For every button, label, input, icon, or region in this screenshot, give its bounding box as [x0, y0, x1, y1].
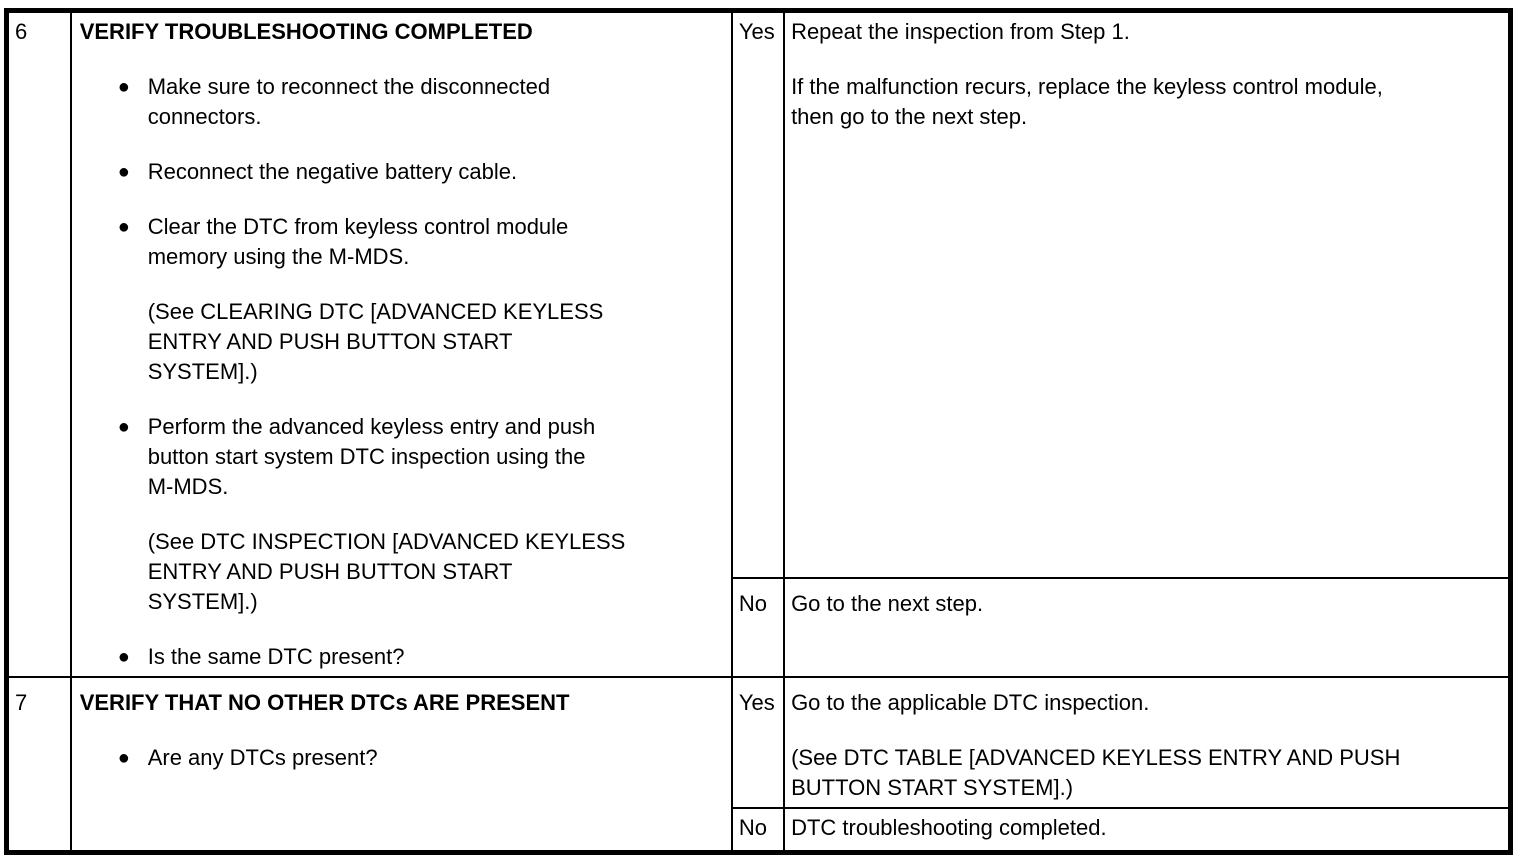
bullet-icon	[118, 72, 148, 132]
text-line: connectors.	[147, 104, 262, 129]
step-6-yes-result-cell: Repeat the inspection from Step 1. If th…	[783, 9, 1512, 579]
result-paragraph: If the malfunction recurs, replace the k…	[791, 72, 1502, 132]
step-6-no-result-cell: Go to the next step.	[783, 576, 1512, 679]
text-line: SYSTEM].)	[147, 359, 258, 384]
step-number: 6	[15, 19, 28, 44]
text-line: DTC troubleshooting completed.	[791, 815, 1107, 840]
text-line: Perform the advanced keyless entry and p…	[147, 414, 596, 439]
action-list-item: Is the same DTC present?	[78, 642, 725, 672]
text-line: BUTTON START SYSTEM].)	[791, 775, 1074, 800]
action-list-item: Clear the DTC from keyless control modul…	[78, 212, 725, 272]
step-7-number-cell: 7	[5, 676, 72, 853]
text-line: Go to the next step.	[791, 590, 984, 616]
result-paragraph: (See DTC TABLE [ADVANCED KEYLESS ENTRY A…	[791, 743, 1502, 803]
bullet-icon	[118, 412, 148, 502]
text-line: M-MDS.	[147, 474, 229, 499]
action-see-note: (See CLEARING DTC [ADVANCED KEYLESS ENTR…	[78, 297, 725, 387]
text-line: Reconnect the negative battery cable.	[147, 159, 518, 184]
bullet-icon	[118, 642, 148, 672]
text-line: Make sure to reconnect the disconnected	[147, 74, 551, 99]
text-line: ENTRY AND PUSH BUTTON START	[147, 559, 513, 584]
step-7-yes-row: 7 VERIFY THAT NO OTHER DTCs ARE PRESENT …	[5, 676, 1512, 853]
text-line: Clear the DTC from keyless control modul…	[147, 214, 569, 239]
action-item-text: Make sure to reconnect the disconnected …	[148, 72, 550, 132]
action-item-text: Clear the DTC from keyless control modul…	[148, 212, 569, 272]
step-number: 7	[15, 690, 28, 715]
bullet-icon	[118, 212, 148, 272]
text-line: Are any DTCs present?	[147, 745, 378, 770]
text-line: Is the same DTC present?	[147, 644, 405, 669]
text-line: button start system DTC inspection using…	[147, 444, 586, 469]
step-7-action-title: VERIFY THAT NO OTHER DTCs ARE PRESENT	[79, 690, 570, 715]
yes-label: Yes	[738, 19, 775, 44]
no-label: No	[738, 815, 768, 840]
text-line: memory using the M-MDS.	[147, 244, 410, 269]
step-6-no-label-cell: No	[730, 576, 786, 679]
step-7-action-cell: VERIFY THAT NO OTHER DTCs ARE PRESENT Ar…	[69, 676, 733, 853]
step-7-yes-result-cell: Go to the applicable DTC inspection. (Se…	[783, 676, 1512, 809]
step-6-yes-label-cell: Yes	[730, 9, 786, 579]
text-line: ENTRY AND PUSH BUTTON START	[147, 329, 513, 354]
action-item-text: Is the same DTC present?	[148, 642, 405, 672]
text-line: (See CLEARING DTC [ADVANCED KEYLESS	[147, 299, 604, 324]
action-item-text: (See DTC INSPECTION [ADVANCED KEYLESS EN…	[148, 527, 626, 617]
action-item-text: Are any DTCs present?	[148, 743, 378, 773]
action-list-item: Reconnect the negative battery cable.	[78, 157, 725, 187]
action-item-text: Reconnect the negative battery cable.	[148, 157, 517, 187]
action-list-item: Make sure to reconnect the disconnected …	[78, 72, 725, 132]
yes-label: Yes	[738, 690, 775, 715]
action-see-note: (See DTC INSPECTION [ADVANCED KEYLESS EN…	[78, 527, 725, 617]
action-list-item: Are any DTCs present?	[78, 743, 725, 773]
troubleshooting-table: 6 VERIFY TROUBLESHOOTING COMPLETED Make …	[4, 8, 1513, 855]
step-7-no-result-cell: DTC troubleshooting completed.	[783, 807, 1512, 853]
step-6-action-cell: VERIFY TROUBLESHOOTING COMPLETED Make su…	[69, 9, 733, 678]
step-7-no-label-cell: No	[730, 807, 786, 853]
text-line: (See DTC TABLE [ADVANCED KEYLESS ENTRY A…	[791, 745, 1401, 770]
text-line: Go to the applicable DTC inspection.	[791, 690, 1150, 715]
note-indent	[118, 527, 148, 617]
text-line: SYSTEM].)	[147, 589, 258, 614]
text-line: then go to the next step.	[791, 104, 1028, 129]
bullet-icon	[118, 157, 148, 187]
bullet-icon	[118, 743, 148, 773]
note-indent	[118, 297, 148, 387]
action-list-item: Perform the advanced keyless entry and p…	[78, 412, 725, 502]
step-6-yes-row: 6 VERIFY TROUBLESHOOTING COMPLETED Make …	[5, 9, 1512, 678]
text-line: (See DTC INSPECTION [ADVANCED KEYLESS	[147, 529, 626, 554]
text-line: If the malfunction recurs, replace the k…	[791, 74, 1383, 99]
no-label: No	[738, 590, 768, 616]
action-item-text: (See CLEARING DTC [ADVANCED KEYLESS ENTR…	[148, 297, 604, 387]
step-7-yes-label-cell: Yes	[730, 676, 786, 809]
action-item-text: Perform the advanced keyless entry and p…	[148, 412, 596, 502]
step-6-no-row: No Go to the next step.	[7, 576, 1512, 679]
result-paragraph: Go to the applicable DTC inspection.	[791, 688, 1502, 718]
step-6-action-title: VERIFY TROUBLESHOOTING COMPLETED	[79, 19, 533, 44]
text-line: Repeat the inspection from Step 1.	[791, 19, 1130, 44]
result-paragraph: Go to the next step.	[791, 589, 1502, 619]
result-paragraph: DTC troubleshooting completed.	[791, 813, 1502, 843]
step-6-number-cell: 6	[5, 9, 72, 678]
result-paragraph: Repeat the inspection from Step 1.	[791, 17, 1502, 47]
